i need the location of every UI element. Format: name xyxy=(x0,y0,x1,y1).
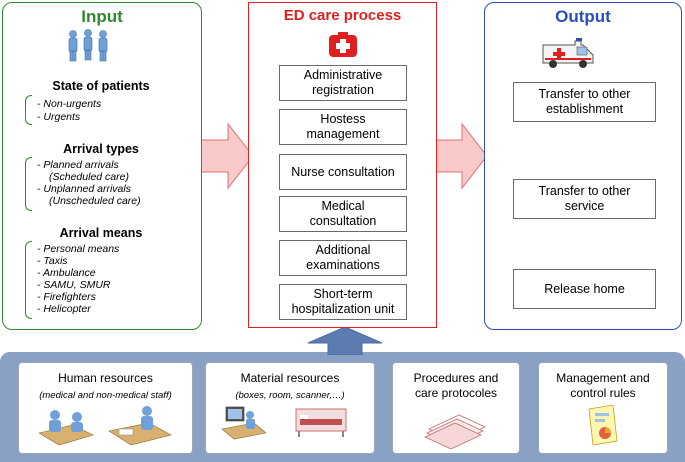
resource-material: Material resources (boxes, room, scanner… xyxy=(205,362,375,454)
chart-icon xyxy=(588,405,618,446)
arrival-type-item: - Planned arrivals xyxy=(37,159,119,171)
arrival-types-title: Arrival types xyxy=(63,142,139,156)
state-item: - Non-urgents xyxy=(37,98,102,110)
staff-icon xyxy=(38,406,172,446)
arrival-type-item: (Scheduled care) xyxy=(49,171,129,183)
output-arrow xyxy=(434,122,488,190)
output-title: Output xyxy=(555,7,611,26)
arrival-means-brace xyxy=(25,241,32,319)
output-release-home: Release home xyxy=(513,269,656,309)
arrival-mean-item: - Firefighters xyxy=(37,291,96,303)
arrival-type-item: - Unplanned arrivals xyxy=(37,183,131,195)
documents-icon xyxy=(424,414,486,449)
state-item: - Urgents xyxy=(37,111,81,123)
arrival-mean-item: - Taxis xyxy=(37,255,68,267)
arrival-mean-item: - Ambulance xyxy=(37,267,96,279)
arrival-means-title: Arrival means xyxy=(59,226,143,240)
up-arrow xyxy=(307,326,383,355)
state-of-patients-title: State of patients xyxy=(52,79,150,93)
input-arrow xyxy=(200,122,254,190)
arrival-types-brace xyxy=(25,157,32,211)
arrival-type-item: (Unscheduled care) xyxy=(49,195,141,207)
state-brace xyxy=(25,95,32,125)
input-title: Input xyxy=(81,7,123,26)
people-icon xyxy=(68,29,108,62)
ambulance-icon xyxy=(542,38,594,68)
process-title: ED care process xyxy=(283,7,402,24)
resource-human: Human resources (medical and non-medical… xyxy=(18,362,193,454)
arrival-mean-item: - Helicopter xyxy=(37,303,91,315)
arrival-mean-item: - SAMU, SMUR xyxy=(37,279,111,291)
input-panel: Input State of patients - Non-urgents - … xyxy=(2,2,202,330)
process-step-nurse-consultation: Nurse consultation xyxy=(279,154,407,190)
equipment-icon xyxy=(221,406,347,440)
red-cross-icon xyxy=(329,32,357,57)
arrival-mean-item: - Personal means xyxy=(37,243,120,255)
